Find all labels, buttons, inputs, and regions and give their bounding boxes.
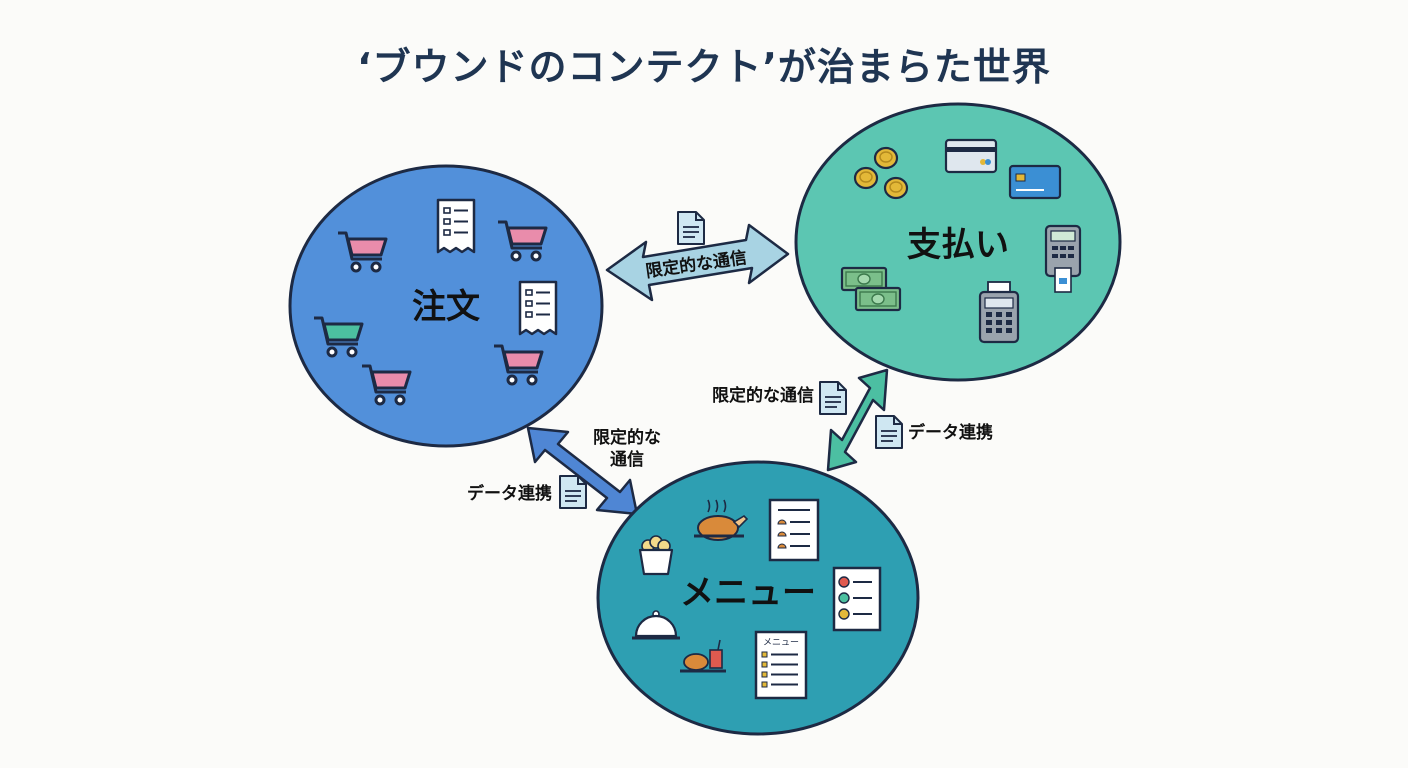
- roast-chicken-icon: [694, 499, 749, 541]
- menu-card-header: メニュー: [763, 638, 799, 648]
- payment-menu-link-label-top: 限定的な通信: [712, 385, 814, 406]
- order-menu-link-label-bottom: データ連携: [467, 483, 552, 504]
- receipt-icon: [436, 198, 476, 254]
- receipt-icon: [518, 280, 558, 336]
- arrow-order-payment: [605, 223, 790, 302]
- popcorn-bucket-icon: [638, 535, 674, 576]
- pos-terminal-icon: [978, 281, 1020, 344]
- meal-tray-icon: [680, 639, 726, 673]
- card-terminal-icon: [1044, 224, 1082, 293]
- payment-menu-link-label-bottom: データ連携: [908, 422, 993, 443]
- page-title: ‘ブウンドのコンテクト’が治まらた世界: [357, 45, 1051, 89]
- card-icon: [944, 138, 998, 174]
- arrow-payment-menu: [826, 368, 889, 472]
- payment-context-label: 支払い: [907, 225, 1009, 265]
- menu-card-icon: [768, 498, 820, 562]
- message-document-icon: [677, 211, 705, 245]
- order-menu-link-label-top-2: 通信: [610, 449, 644, 470]
- message-document-icon: [819, 381, 847, 415]
- menu-list-icon: [832, 566, 882, 632]
- cloche-icon: [632, 610, 680, 640]
- message-document-icon: [559, 475, 587, 509]
- credit-card-icon: [1008, 164, 1062, 200]
- message-document-icon: [875, 415, 903, 449]
- order-context-label: 注文: [412, 287, 480, 327]
- menu-context-label: メニュー: [680, 573, 816, 613]
- menu-context-circle[interactable]: [596, 460, 920, 736]
- order-menu-link-label-top-1: 限定的な: [593, 427, 661, 448]
- menu-board-icon: メニュー: [754, 630, 808, 700]
